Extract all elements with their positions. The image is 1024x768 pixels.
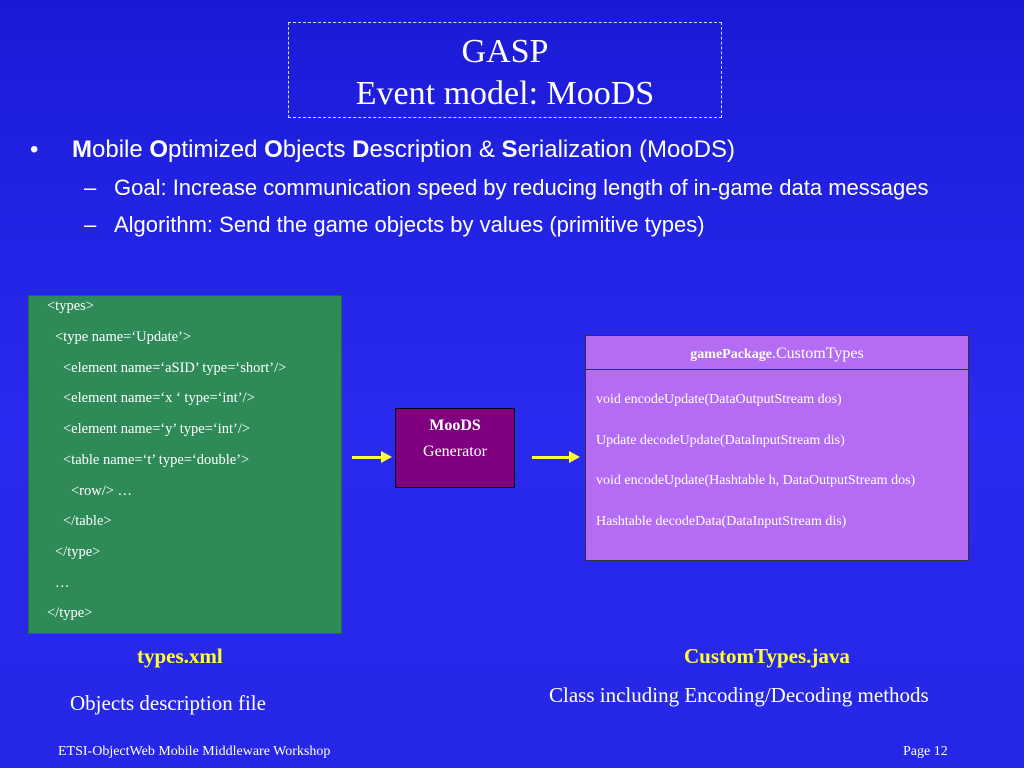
- xml-line: <type name=‘Update’>: [55, 329, 192, 345]
- generator-title: MooDS: [429, 417, 481, 434]
- xml-line: <types>: [47, 298, 94, 314]
- slide-title: GASP Event model: MooDS: [288, 22, 722, 118]
- xml-line: </type>: [47, 605, 93, 621]
- class-header: gamePackage.CustomTypes: [586, 336, 968, 370]
- xml-description-caption: Objects description file: [70, 691, 266, 715]
- method-line: Update decodeUpdate(DataInputStream dis): [596, 433, 845, 448]
- arrow-to-generator: [352, 451, 392, 463]
- bullet-list: • Mobile Optimized Objects Description &…: [30, 134, 990, 240]
- bullet-text-o1: ptimized: [168, 136, 265, 163]
- bullet-bold-o1: O: [149, 136, 169, 163]
- sub-bullet-dash: –: [84, 212, 97, 237]
- xml-line: <element name=‘y’ type=‘int’/>: [63, 421, 251, 437]
- bullet-text-o2: bjects: [282, 136, 353, 163]
- java-file-caption: CustomTypes.java: [684, 644, 850, 668]
- bullet-bold-d: D: [352, 136, 370, 163]
- xml-line: <element name=‘x ‘ type=‘int’/>: [63, 390, 255, 406]
- xml-line: </type>: [55, 544, 101, 560]
- xml-line: <element name=‘aSID’ type=‘short’/>: [63, 360, 287, 376]
- sub-bullet-goal: – Goal: Increase communication speed by …: [30, 172, 990, 203]
- method-line: void encodeUpdate(Hashtable h, DataOutpu…: [596, 473, 916, 488]
- arrow-to-class: [532, 451, 580, 463]
- footer-left: ETSI-ObjectWeb Mobile Middleware Worksho…: [58, 744, 331, 759]
- sub-bullet-text: Goal: Increase communication speed by re…: [114, 175, 929, 200]
- bullet-bold-s: S: [501, 136, 518, 163]
- custom-types-class-box: gamePackage.CustomTypes void encodeUpdat…: [585, 335, 969, 561]
- page-number: Page 12: [903, 744, 948, 759]
- xml-line: <table name=‘t’ type=‘double’>: [63, 452, 250, 468]
- xml-line: …: [55, 575, 70, 591]
- sub-bullet-algorithm: – Algorithm: Send the game objects by va…: [30, 209, 990, 240]
- java-description-caption: Class including Encoding/Decoding method…: [549, 683, 929, 707]
- package-name: gamePackage: [690, 347, 772, 362]
- method-line: void encodeUpdate(DataOutputStream dos): [596, 392, 842, 407]
- class-name: .CustomTypes: [771, 345, 864, 362]
- sub-bullet-text: Algorithm: Send the game objects by valu…: [114, 212, 705, 237]
- bullet-bold-o2: O: [264, 136, 283, 163]
- moods-generator-box: MooDS Generator: [395, 408, 515, 488]
- bullet-text-m: obile: [92, 136, 150, 163]
- xml-line: <row/> …: [71, 483, 133, 499]
- method-line: Hashtable decodeData(DataInputStream dis…: [596, 514, 847, 529]
- bullet-bold-m: M: [72, 136, 92, 163]
- bullet-main: • Mobile Optimized Objects Description &…: [30, 134, 990, 166]
- xml-file-caption: types.xml: [137, 644, 223, 668]
- bullet-text-s: erialization (MooDS): [517, 136, 735, 163]
- bullet-text-d: escription &: [369, 136, 502, 163]
- title-line-1: GASP: [461, 33, 549, 70]
- generator-subtitle: Generator: [423, 443, 487, 460]
- title-line-2: Event model: MooDS: [355, 75, 655, 112]
- sub-bullet-dash: –: [84, 175, 97, 200]
- xml-description-box: <types> <type name=‘Update’> <element na…: [28, 295, 342, 634]
- xml-line: </table>: [63, 513, 112, 529]
- bullet-marker: •: [30, 136, 39, 163]
